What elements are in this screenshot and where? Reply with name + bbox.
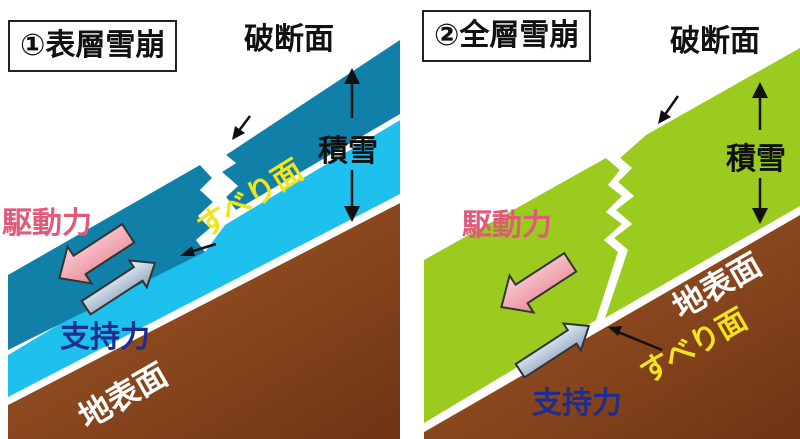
snowpack-label: 積雪 <box>726 142 786 177</box>
ground-layer <box>8 203 400 439</box>
surface-avalanche-panel: ①表層雪崩 破断面 積雪 駆動力 すべり面 支持力 地表面 <box>2 20 400 439</box>
sliding-pointer-line <box>617 330 663 352</box>
panel-title: ①表層雪崩 <box>8 20 178 72</box>
fracture-crack <box>196 155 238 252</box>
sliding-pointer-head <box>608 326 622 336</box>
snowpack-arrowhead-bottom <box>752 208 768 224</box>
sliding-surface-line <box>8 194 400 405</box>
snowpack-arrowhead-top <box>752 82 768 98</box>
fracture-pointer-line <box>662 95 680 117</box>
panel-title: ②全層雪崩 <box>422 10 592 62</box>
snowpack-arrowhead-bottom <box>344 206 360 222</box>
support-force-arrow <box>514 322 591 379</box>
fracture-pointer-head <box>658 110 671 124</box>
full-depth-avalanche-diagram <box>424 48 800 439</box>
snowpack-label: 積雪 <box>318 134 378 169</box>
snowpack-arrowhead-top <box>344 68 360 84</box>
full-depth-avalanche-panel: ②全層雪崩 破断面 積雪 駆動力 地表面 すべり面 支持力 <box>400 0 800 439</box>
driving-force-arrow <box>500 251 578 314</box>
support-force-arrow <box>80 259 157 316</box>
surface-avalanche-diagram <box>8 40 400 439</box>
sliding-pointer-line <box>189 242 217 254</box>
fracture-label: 破断面 <box>244 22 334 57</box>
fracture-crack <box>596 135 646 320</box>
snow-slab-upper <box>605 48 800 318</box>
support-force-label: 支持力 <box>60 320 150 355</box>
fracture-pointer-head <box>232 126 245 140</box>
driving-force-arrow <box>58 222 136 285</box>
sliding-pointer-head <box>180 246 195 256</box>
fracture-pointer-line <box>237 115 251 133</box>
sliding-surface-line <box>424 206 800 432</box>
driving-force-label: 駆動力 <box>462 208 552 243</box>
weak-layer <box>8 120 400 397</box>
driving-force-label: 駆動力 <box>2 206 92 241</box>
fracture-label: 破断面 <box>670 24 760 59</box>
support-force-label: 支持力 <box>532 386 622 421</box>
